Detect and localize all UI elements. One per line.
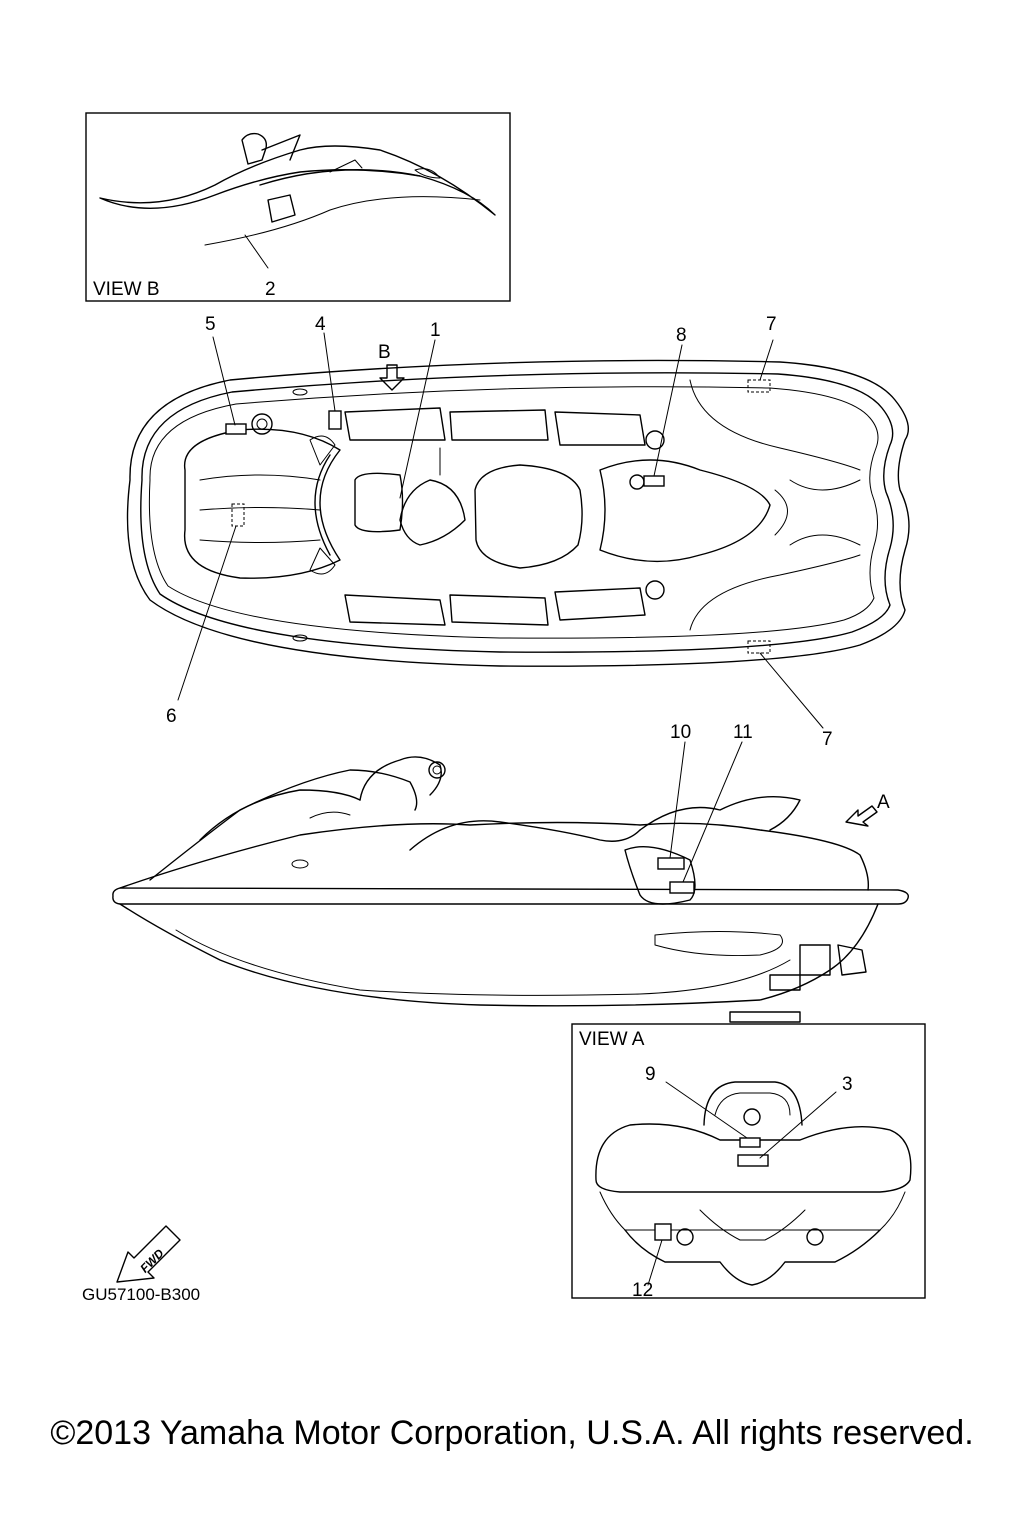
callout-8: 8 <box>676 325 687 346</box>
callout-3: 3 <box>842 1074 853 1095</box>
view-a-marker: A <box>877 792 890 813</box>
callout-1: 1 <box>430 320 441 341</box>
view-b-label: VIEW B <box>93 279 160 300</box>
decal-7-lower-hidden <box>747 640 771 654</box>
fwd-arrow-icon: FWD <box>116 1225 181 1283</box>
callout-10: 10 <box>670 722 691 743</box>
callout-4: 4 <box>315 314 326 335</box>
callout-11: 11 <box>733 722 753 743</box>
view-a-inset: VIEW A 9 3 12 <box>571 1023 926 1301</box>
top-view-craft: 5 4 1 B 8 7 6 7 <box>126 314 910 750</box>
decal-4 <box>328 410 342 430</box>
side-view-craft: 10 11 A <box>112 722 909 1023</box>
decal-3 <box>737 1154 769 1167</box>
decal-9 <box>739 1137 761 1148</box>
decal-6-hidden <box>231 503 245 527</box>
callout-7-upper: 7 <box>766 314 777 335</box>
decal-10 <box>657 857 685 870</box>
callout-9: 9 <box>645 1064 656 1085</box>
callout-2: 2 <box>265 279 276 300</box>
view-b-marker: B <box>378 342 391 363</box>
figure-code: GU57100-B300 <box>82 1285 200 1304</box>
view-b-arrow-icon <box>379 364 405 391</box>
view-a-arrow-icon <box>845 805 878 827</box>
view-b-frame <box>85 112 511 302</box>
decal-5 <box>225 423 247 435</box>
decal-11 <box>669 881 695 894</box>
view-a-label: VIEW A <box>579 1029 645 1050</box>
copyright-notice: ©2013 Yamaha Motor Corporation, U.S.A. A… <box>50 1414 974 1452</box>
callout-7-lower: 7 <box>822 729 833 750</box>
callout-5: 5 <box>205 314 216 335</box>
callout-12: 12 <box>632 1280 653 1301</box>
callout-6: 6 <box>166 706 177 727</box>
view-a-frame <box>571 1023 926 1299</box>
decal-8 <box>643 475 665 487</box>
view-b-decal <box>267 194 296 223</box>
view-b-inset: VIEW B 2 <box>85 112 511 302</box>
decal-7-upper-hidden <box>747 379 771 393</box>
decal-12 <box>654 1223 672 1241</box>
